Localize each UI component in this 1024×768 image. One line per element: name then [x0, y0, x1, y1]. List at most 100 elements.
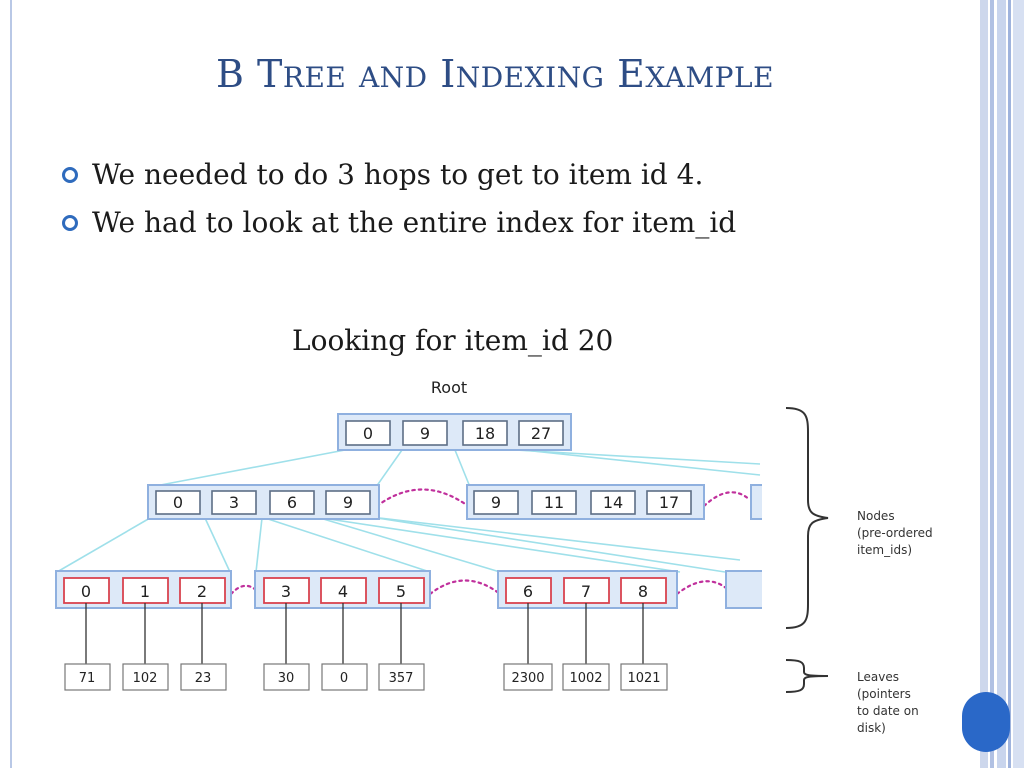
bullet-item: We had to look at the entire index for i… [62, 198, 736, 246]
title-word-2-rest: REE [282, 61, 347, 94]
svg-text:71: 71 [79, 671, 96, 686]
root-node: 0 9 18 27 [337, 413, 572, 451]
leaf-node: 6 7 8 [497, 570, 678, 609]
sibling-link [375, 488, 470, 508]
svg-text:item_ids): item_ids) [857, 543, 912, 557]
svg-text:9: 9 [491, 493, 501, 512]
svg-text:(pre-ordered: (pre-ordered [857, 526, 933, 540]
svg-text:8: 8 [638, 582, 648, 601]
svg-text:3: 3 [281, 582, 291, 601]
sibling-link [229, 584, 258, 596]
svg-text:1: 1 [140, 582, 150, 601]
svg-text:357: 357 [389, 671, 414, 686]
nodes-label: Nodes (pre-ordered item_ids) [857, 509, 933, 557]
pointer-box: 1021 [620, 663, 668, 691]
svg-text:2300: 2300 [511, 671, 544, 686]
internal-key: 0 [155, 490, 201, 515]
svg-text:Nodes: Nodes [857, 509, 895, 523]
sibling-link [428, 579, 502, 596]
pointer-box: 102 [122, 663, 169, 691]
internal-key: 11 [531, 490, 577, 515]
svg-text:27: 27 [531, 424, 551, 443]
leaf-key: 1 [122, 577, 169, 604]
title-word-4-rest: NDEXING [455, 61, 605, 94]
slide-title: B TREE AND INDEXING EXAMPLE [0, 52, 990, 96]
svg-text:2: 2 [197, 582, 207, 601]
title-word-4-cap: I [440, 52, 456, 96]
svg-text:14: 14 [603, 493, 623, 512]
pointer-box: 23 [180, 663, 227, 691]
svg-text:9: 9 [420, 424, 430, 443]
svg-text:4: 4 [338, 582, 348, 601]
link-lines [56, 449, 761, 573]
svg-text:102: 102 [133, 671, 158, 686]
internal-key: 14 [590, 490, 636, 515]
svg-text:0: 0 [81, 582, 91, 601]
root-label: Root [431, 378, 467, 397]
svg-text:6: 6 [523, 582, 533, 601]
title-word-3: AND [358, 61, 428, 94]
internal-node: 9 11 14 17 [466, 484, 705, 520]
internal-key: 3 [211, 490, 257, 515]
leaf-node: 3 4 5 [254, 570, 431, 609]
leaves-label: Leaves (pointers to date on disk) [857, 670, 919, 735]
bullet-text: We needed to do 3 hops to get to item id… [92, 157, 704, 191]
leaf-key: 0 [63, 577, 110, 604]
internal-key: 17 [646, 490, 692, 515]
root-key: 18 [462, 420, 508, 446]
leaves-brace-icon [785, 659, 829, 693]
pointer-box: 0 [321, 663, 368, 691]
svg-text:5: 5 [396, 582, 406, 601]
pointer-box: 2300 [503, 663, 553, 691]
svg-text:11: 11 [544, 493, 564, 512]
bullet-ring-icon [62, 215, 78, 231]
pointer-boxes: 71 102 23 30 0 357 [64, 663, 668, 691]
nodes-brace-icon [785, 407, 829, 629]
svg-text:3: 3 [229, 493, 239, 512]
svg-text:disk): disk) [857, 721, 886, 735]
leaf-key: 3 [263, 577, 310, 604]
svg-text:0: 0 [363, 424, 373, 443]
svg-text:1021: 1021 [627, 671, 660, 686]
leaf-node: 0 1 2 [55, 570, 232, 609]
svg-text:Leaves: Leaves [857, 670, 899, 684]
svg-text:9: 9 [343, 493, 353, 512]
leaf-key: 6 [505, 577, 552, 604]
svg-text:1002: 1002 [569, 671, 602, 686]
svg-text:7: 7 [581, 582, 591, 601]
pointer-lines [85, 603, 644, 664]
root-key: 27 [518, 420, 564, 446]
title-word-1-cap: B [215, 52, 245, 96]
svg-text:0: 0 [340, 671, 348, 686]
pointer-box: 30 [263, 663, 310, 691]
leaf-key: 2 [179, 577, 226, 604]
right-decorative-stripes [980, 0, 1024, 768]
internal-node: 0 3 6 9 [147, 484, 380, 520]
diagram-caption: Looking for item_id 20 [292, 324, 614, 357]
blue-circle-decoration [962, 692, 1010, 752]
pointer-box: 357 [378, 663, 425, 691]
title-word-5-rest: XAMPLE [645, 61, 775, 94]
svg-text:18: 18 [475, 424, 495, 443]
svg-text:(pointers: (pointers [857, 687, 911, 701]
sibling-link [702, 491, 752, 508]
leaf-key: 8 [620, 577, 667, 604]
leaf-key: 4 [320, 577, 367, 604]
leaf-node-partial [725, 570, 762, 609]
internal-key: 9 [325, 490, 371, 515]
internal-key: 6 [269, 490, 315, 515]
svg-text:6: 6 [287, 493, 297, 512]
tree-body: 0 9 18 27 0 3 [55, 413, 762, 691]
internal-key: 9 [473, 490, 519, 515]
pointer-box: 71 [64, 663, 111, 691]
svg-text:0: 0 [173, 493, 183, 512]
title-word-5-cap: E [617, 52, 646, 96]
internal-node-partial [750, 484, 762, 520]
svg-text:23: 23 [195, 671, 212, 686]
bullet-list: We needed to do 3 hops to get to item id… [62, 150, 736, 246]
pointer-box: 1002 [562, 663, 610, 691]
bullet-item: We needed to do 3 hops to get to item id… [62, 150, 736, 198]
bullet-ring-icon [62, 167, 78, 183]
leaf-key: 5 [378, 577, 425, 604]
